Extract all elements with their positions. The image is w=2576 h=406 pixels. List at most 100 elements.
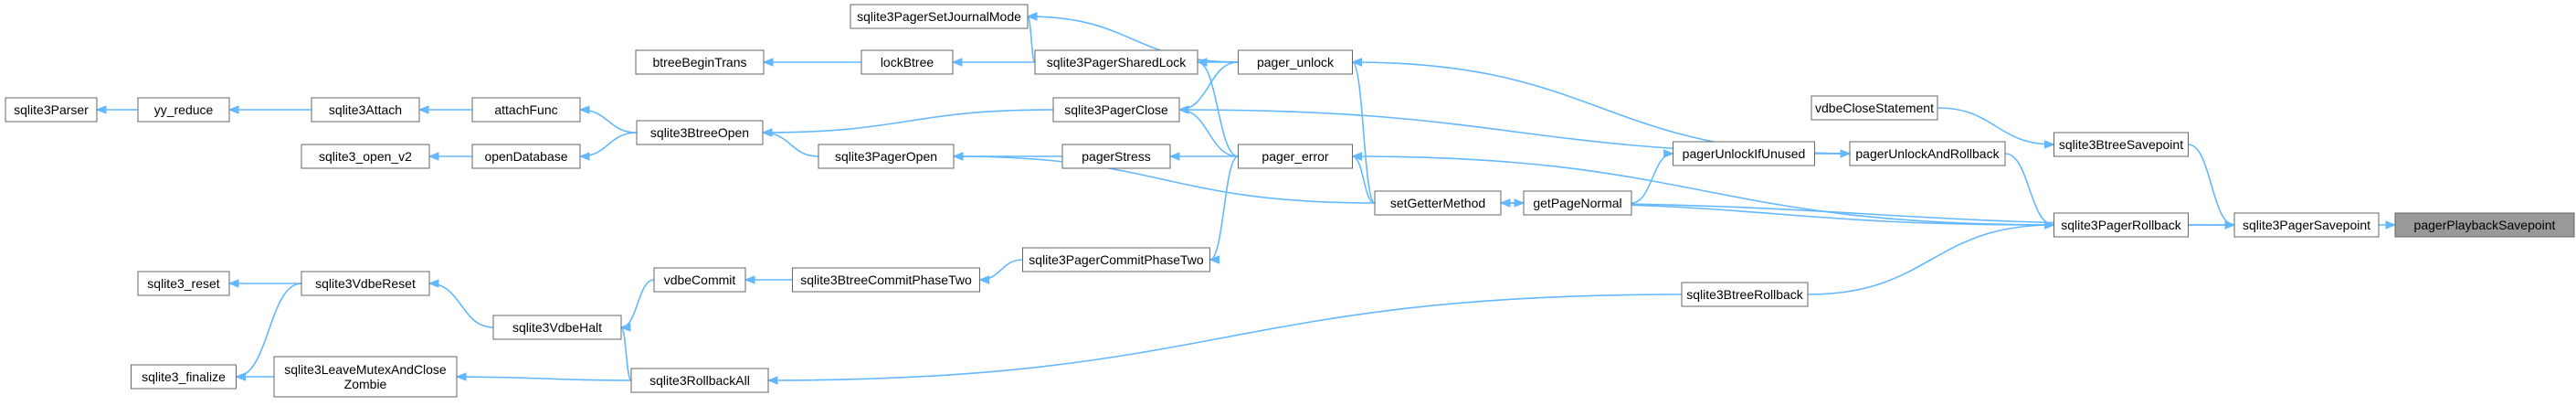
node-label: sqlite3PagerRollback [2061,218,2182,232]
node-box [1238,49,1353,75]
edge-attachFunc-to-sqlite3Attach [417,105,472,114]
node-sqlite3RollbackAll[interactable]: sqlite3RollbackAll [630,368,769,393]
node-label: sqlite3_open_v2 [319,149,412,164]
node-sqlite3PagerRollback[interactable]: sqlite3PagerRollback [2053,212,2189,238]
edge-sqlite3BtreeOpen-to-attachFunc [578,105,638,134]
node-lockBtree[interactable]: lockBtree [860,49,954,75]
node-vdbeCommit[interactable]: vdbeCommit [653,267,746,293]
node-box [1022,247,1210,272]
edge-pagerUnlockAndRollback-to-pager_unlock [1351,58,1851,155]
node-box [1811,95,1938,121]
arrowhead [1026,12,1038,21]
node-label: sqlite3_reset [147,276,219,291]
node-label: sqlite3PagerSetJournalMode [857,9,1021,24]
node-box [311,97,420,123]
node-pager_error[interactable]: pager_error [1238,144,1353,169]
node-box [1849,141,2006,166]
node-sqlite3_reset[interactable]: sqlite3_reset [137,271,230,296]
node-sqlite3VdbeHalt[interactable]: sqlite3VdbeHalt [492,315,622,340]
node-label: pagerUnlockIfUnused [1683,146,1806,161]
node-openDatabase[interactable]: openDatabase [471,144,581,169]
node-sqlite3BtreeRollback[interactable]: sqlite3BtreeRollback [1681,282,1809,307]
node-label: sqlite3PagerSavepoint [2243,218,2370,232]
node-sqlite3BtreeOpen[interactable]: sqlite3BtreeOpen [636,120,764,145]
node-box [471,144,581,169]
edge-sqlite3VdbeHalt-to-sqlite3VdbeReset [428,279,494,328]
arrowhead [1351,152,1362,161]
node-label: sqlite3VdbeReset [315,276,416,291]
edge-sqlite3RollbackAll-to-sqlite3LeaveMutexAndCloseZombie [455,372,632,381]
edge-sqlite3Attach-to-yy_reduce [227,105,311,114]
edge-pager_error-to-sqlite3PagerCommitPhaseTwo [1209,155,1239,264]
edge-setGetterMethod-to-pager_error [1351,152,1376,204]
node-vdbeCloseStatement[interactable]: vdbeCloseStatement [1811,95,1938,121]
node-sqlite3PagerSavepoint[interactable]: sqlite3PagerSavepoint [2233,212,2380,238]
node-box [471,97,581,123]
node-label: attachFunc [494,102,557,117]
arrowhead [235,372,246,381]
node-label: sqlite3PagerSharedLock [1047,55,1188,69]
node-sqlite3PagerCommitPhaseTwo[interactable]: sqlite3PagerCommitPhaseTwo [1022,247,1210,272]
node-label: sqlite3Parser [14,102,89,117]
node-sqlite3PagerSharedLock[interactable]: sqlite3PagerSharedLock [1034,49,1198,75]
node-label: pager_error [1262,149,1328,164]
node-btreeBeginTrans[interactable]: btreeBeginTrans [635,49,765,75]
node-pagerStress[interactable]: pagerStress [1061,144,1171,169]
node-box [2053,212,2189,238]
edge-sqlite3BtreeRollback-to-sqlite3PagerRollback [1807,220,2055,295]
node-sqlite3_open_v2[interactable]: sqlite3_open_v2 [301,144,430,169]
edge-getPageNormal-to-pagerUnlockIfUnused [1631,149,1674,204]
node-box [1061,144,1171,169]
node-label: pagerStress [1082,149,1150,164]
node-label: sqlite3BtreeRollback [1686,287,1804,302]
node-getPageNormal[interactable]: getPageNormal [1523,190,1632,216]
node-label: sqlite3VdbeHalt [512,320,602,335]
node-pager_unlock[interactable]: pager_unlock [1238,49,1353,75]
node-setGetterMethod[interactable]: setGetterMethod [1374,190,1502,216]
node-sqlite3BtreeSavepoint[interactable]: sqlite3BtreeSavepoint [2053,132,2189,157]
node-sqlite3PagerOpen[interactable]: sqlite3PagerOpen [818,144,955,169]
edge-sqlite3PagerSharedLock-to-sqlite3PagerSetJournalMode [1026,12,1038,63]
node-label: sqlite3Attach [329,102,402,117]
node-attachFunc[interactable]: attachFunc [471,97,581,123]
node-label: sqlite3BtreeOpen [650,125,749,140]
arrowhead [428,279,439,288]
node-sqlite3VdbeReset[interactable]: sqlite3VdbeReset [301,271,430,296]
edge-sqlite3PagerCommitPhaseTwo-to-sqlite3BtreeCommitPhaseTwo [978,259,1023,284]
node-box [1238,144,1353,169]
node-label: pagerUnlockAndRollback [1855,146,2000,161]
arrowhead [951,58,963,67]
edge-sqlite3RollbackAll-to-sqlite3VdbeHalt [619,323,632,381]
node-box [1052,97,1180,123]
node-label: vdbeCommit [664,272,736,287]
edge-sqlite3BtreeCommitPhaseTwo-to-vdbeCommit [744,275,793,284]
edge-sqlite3PagerClose-to-sqlite3BtreeOpen [761,109,1054,137]
node-pagerUnlockAndRollback[interactable]: pagerUnlockAndRollback [1849,141,2006,166]
node-box [860,49,954,75]
edge-yy_reduce-to-sqlite3Parser [95,105,138,114]
arrowhead [1177,105,1189,114]
node-sqlite3PagerClose[interactable]: sqlite3PagerClose [1052,97,1180,123]
node-sqlite3PagerSetJournalMode[interactable]: sqlite3PagerSetJournalMode [850,4,1029,29]
node-yy_reduce[interactable]: yy_reduce [137,97,230,123]
arrowhead [2385,220,2397,230]
node-box [301,144,430,169]
node-sqlite3Attach[interactable]: sqlite3Attach [311,97,420,123]
arrowhead [2044,140,2055,149]
node-sqlite3Parser[interactable]: sqlite3Parser [5,97,98,123]
node-box [5,97,98,123]
node-sqlite3_finalize[interactable]: sqlite3_finalize [131,364,237,390]
arrowhead [744,275,755,284]
edge-sqlite3VdbeReset-to-sqlite3_reset [227,279,301,288]
node-sqlite3BtreeCommitPhaseTwo[interactable]: sqlite3BtreeCommitPhaseTwo [792,267,980,293]
arrowhead [1209,255,1219,264]
arrowhead [952,152,964,161]
node-pagerUnlockIfUnused[interactable]: pagerUnlockIfUnused [1673,141,1815,166]
arrowhead [761,128,773,137]
edge-pagerStress-to-sqlite3PagerOpen [952,152,1063,161]
node-box [1034,49,1198,75]
node-label: btreeBeginTrans [653,55,747,69]
node-label: getPageNormal [1533,196,1621,210]
